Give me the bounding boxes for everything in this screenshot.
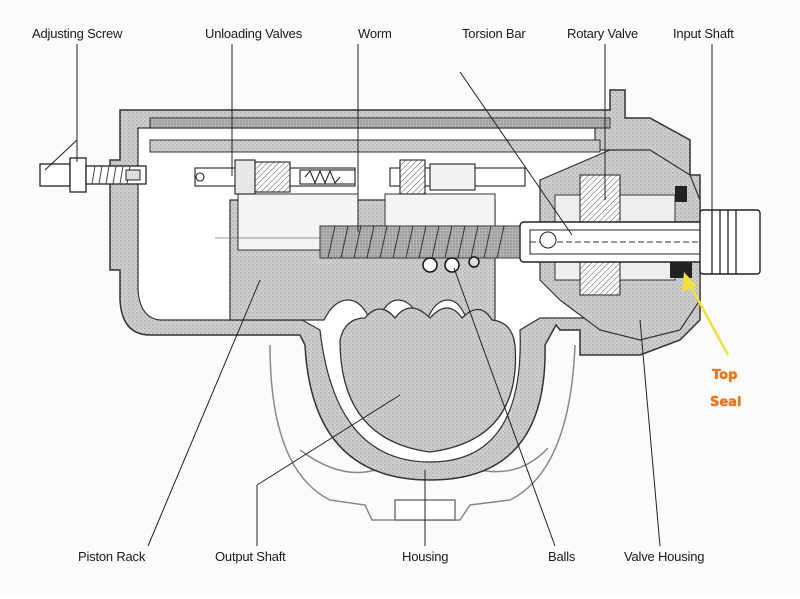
label-torsion-bar: Torsion Bar [462,26,526,41]
label-input-shaft: Input Shaft [673,26,734,41]
leader-lines [44,44,713,547]
unloading-valves [194,159,526,195]
label-unloading-valves: Unloading Valves [205,26,303,41]
label-housing: Housing [402,549,449,564]
label-rotary-valve: Rotary Valve [567,26,639,41]
top-seal-arrow [682,272,730,356]
adjusting-screw [39,157,147,193]
callout-top: Top [712,368,738,383]
valve-assembly [519,149,761,341]
callout-seal: Seal [710,395,742,410]
worm [319,225,521,259]
label-balls: Balls [548,549,576,564]
label-worm: Worm [358,26,392,41]
balls [422,256,480,273]
label-output-shaft: Output Shaft [215,549,286,564]
label-adjusting-screw: Adjusting Screw [32,26,123,41]
upper-passage [149,117,611,153]
label-valve-housing: Valve Housing [624,549,705,564]
output-shaft [339,307,517,453]
label-piston-rack: Piston Rack [78,549,146,564]
